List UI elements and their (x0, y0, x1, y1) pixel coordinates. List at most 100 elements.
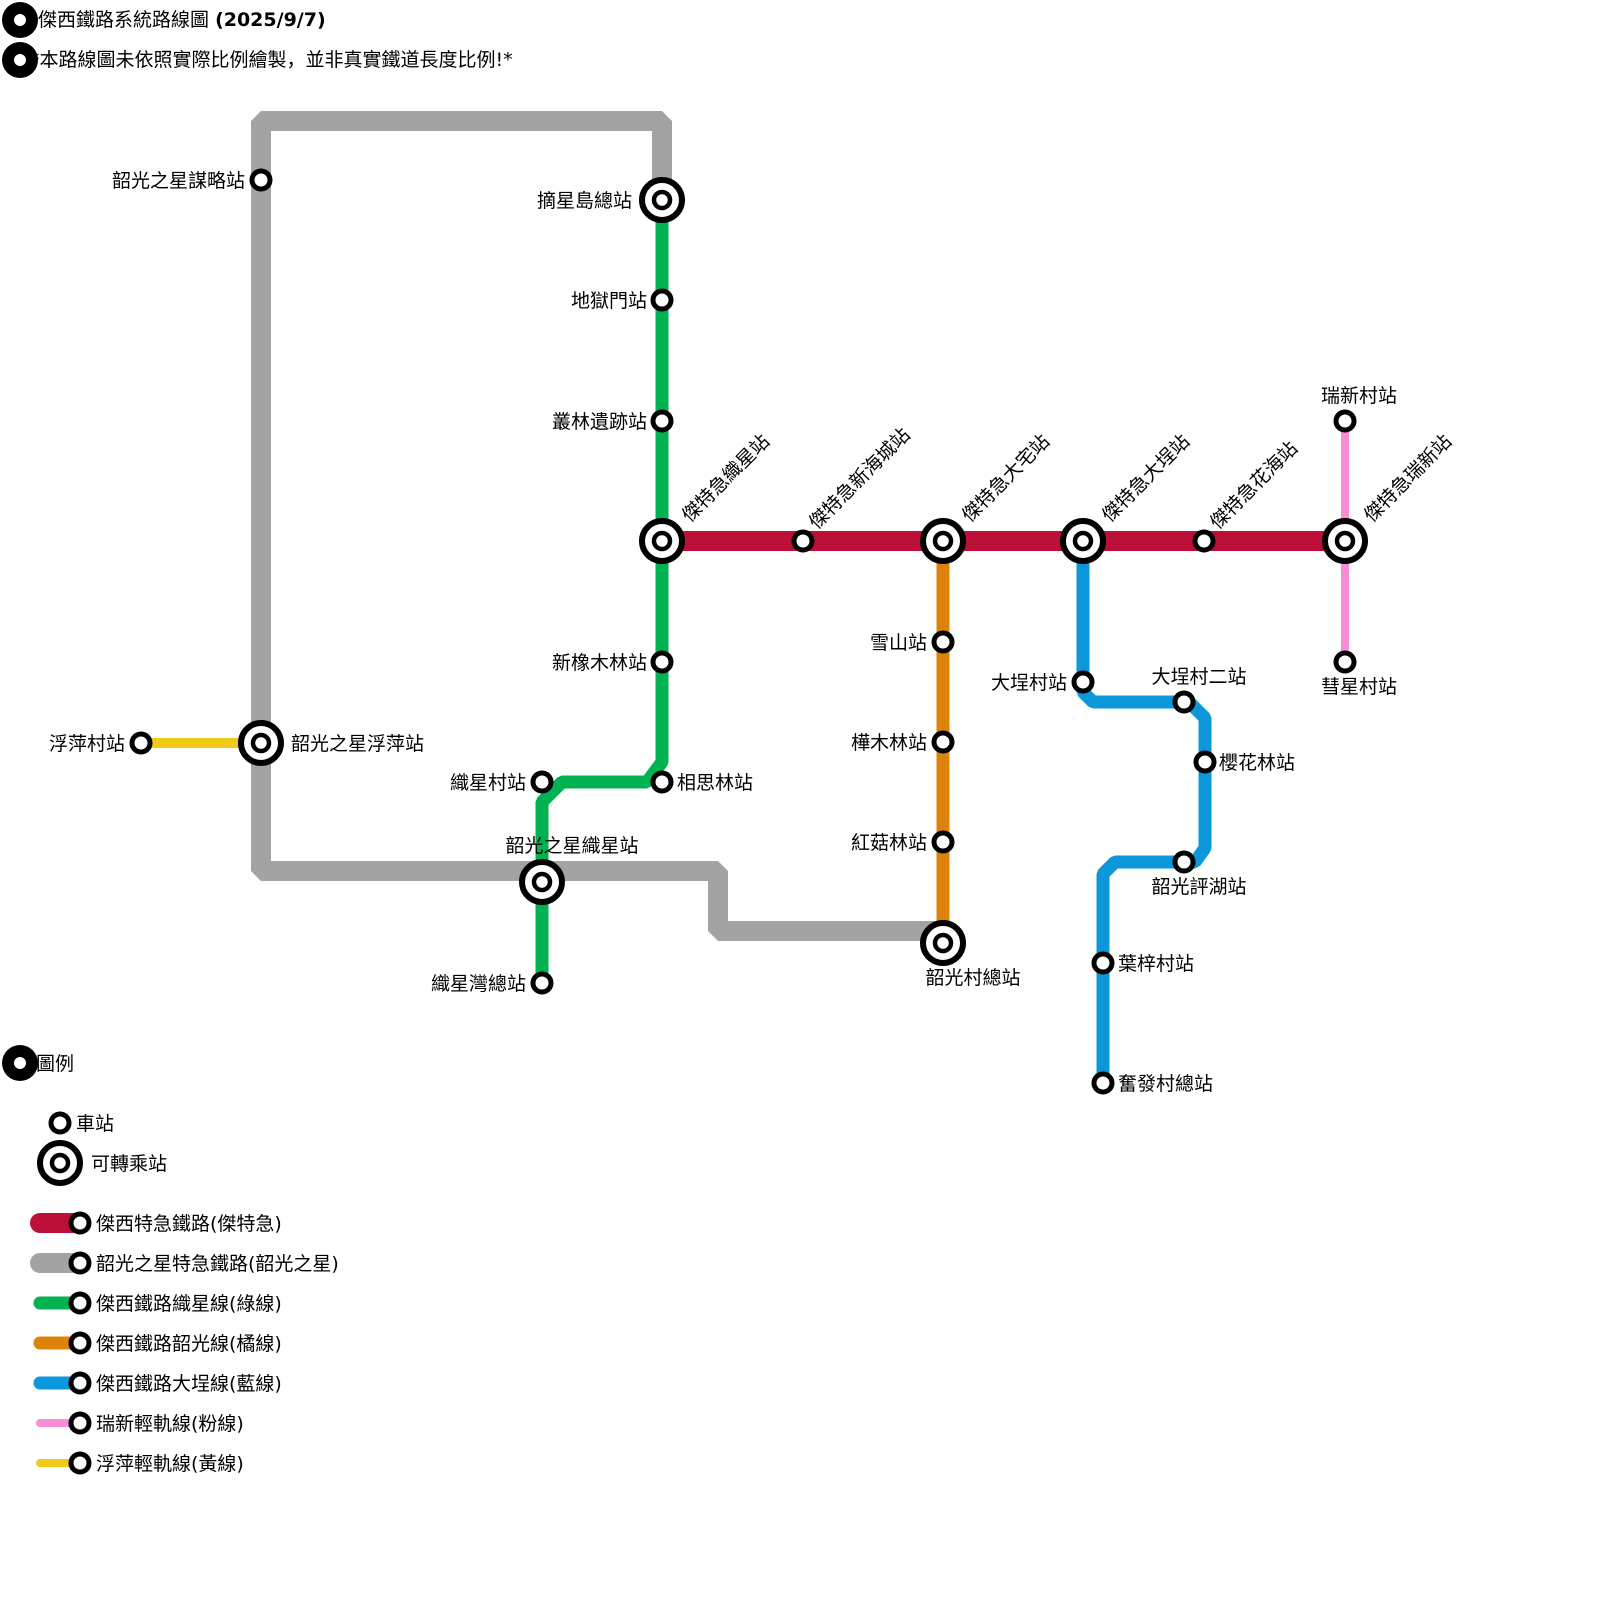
station-label: 新橡木林站 (552, 652, 647, 674)
station-marker (1091, 1071, 1115, 1095)
interchange-marker-inner (932, 932, 954, 954)
station-diyumen[interactable]: 地獄門站 (571, 288, 674, 312)
line-gray-track (251, 111, 943, 941)
station-dachengcun[interactable]: 大埕村站 (991, 670, 1095, 694)
station-marker (931, 630, 955, 654)
station-marker (1071, 670, 1095, 694)
legend-line-label: 韶光之星特急鐵路(韶光之星) (96, 1253, 339, 1275)
station-marker (650, 650, 674, 674)
map-legend: 圖例 車站 可轉乘站 傑西特急鐵路(傑特急) 韶光之星特急鐵路(韶光之星) 傑西… (2, 1045, 339, 1475)
station-ruixincun[interactable]: 瑞新村站 (1321, 385, 1397, 433)
legend-title: 圖例 (36, 1053, 74, 1075)
station-label: 相思林站 (677, 772, 753, 794)
station-yinghualin[interactable]: 櫻花林站 (1193, 750, 1295, 774)
station-marker (931, 830, 955, 854)
station-shaoguang-strategy[interactable]: 韶光之星謀略站 (112, 168, 273, 192)
legend-interchange-marker (37, 1140, 83, 1186)
legend-interchange-label: 可轉乘站 (91, 1153, 167, 1175)
station-label: 韶光之星織星站 (505, 835, 638, 857)
station-marker (530, 971, 554, 995)
station-label: 櫻花林站 (1219, 752, 1295, 774)
station-marker (1192, 529, 1216, 553)
station-marker (931, 730, 955, 754)
station-fenfacun[interactable]: 奮發村總站 (1091, 1071, 1213, 1095)
legend-line-orange: 傑西鐵路韶光線(橘線) (33, 1331, 282, 1355)
station-zhaixingdao-interchange[interactable]: 摘星島總站 (537, 177, 685, 223)
station-marker (530, 770, 554, 794)
station-marker (650, 288, 674, 312)
station-label: 傑特急瑞新站 (1360, 430, 1456, 526)
interchange-marker-inner (531, 871, 553, 893)
station-xiangsilin[interactable]: 相思林站 (650, 770, 753, 794)
interchange-marker-inner (932, 530, 954, 552)
station-label: 地獄門站 (571, 290, 647, 312)
interchange-marker-inner (1334, 530, 1356, 552)
station-label: 叢林遺跡站 (552, 411, 647, 433)
legend-line-green: 傑西鐵路織星線(綠線) (33, 1291, 282, 1315)
station-shaoguang-fuping-interchange[interactable]: 韶光之星浮萍站 (238, 720, 424, 766)
station-zhixingcun[interactable]: 織星村站 (450, 770, 554, 794)
station-label: 韶光村總站 (925, 967, 1020, 989)
line-blue-track (1076, 541, 1212, 1083)
legend-line-label: 瑞新輕軌線(粉線) (96, 1413, 244, 1435)
station-label: 紅菇林站 (851, 832, 927, 854)
station-label: 大埕村站 (991, 672, 1067, 694)
station-marker (791, 529, 815, 553)
station-label: 韶光之星謀略站 (112, 170, 245, 192)
station-label: 瑞新村站 (1321, 385, 1397, 407)
station-label: 傑特急大宅站 (958, 430, 1054, 526)
station-shaoguang-zhixing-interchange[interactable]: 韶光之星織星站 (505, 835, 639, 905)
map-title: 傑西鐵路系統路線圖 (2025/9/7) (38, 9, 326, 31)
station-label: 織星灣總站 (431, 973, 526, 995)
station-huamulin[interactable]: 樺木林站 (851, 730, 955, 754)
station-fupingcun[interactable]: 浮萍村站 (49, 731, 153, 755)
station-marker (650, 409, 674, 433)
station-marker (249, 168, 273, 192)
station-dachengcun-2[interactable]: 大埕村二站 (1151, 666, 1247, 714)
station-marker (1091, 951, 1115, 975)
station-label: 葉梓村站 (1118, 953, 1194, 975)
legend-station-label: 車站 (76, 1113, 114, 1135)
legend-line-label: 傑西鐵路韶光線(橘線) (96, 1333, 282, 1355)
interchange-marker-inner (651, 189, 673, 211)
station-yezicun[interactable]: 葉梓村站 (1091, 951, 1194, 975)
station-label: 韶光之星浮萍站 (291, 733, 424, 755)
station-label: 樺木林站 (851, 732, 927, 754)
station-zhixingwan[interactable]: 織星灣總站 (431, 971, 554, 995)
interchange-marker-inner (651, 530, 673, 552)
legend-bullet (2, 1045, 38, 1081)
station-pinghu[interactable]: 韶光評湖站 (1151, 850, 1247, 898)
station-label: 韶光評湖站 (1151, 876, 1246, 898)
interchange-marker-inner (250, 732, 272, 754)
station-xueshan[interactable]: 雪山站 (870, 630, 955, 654)
station-label: 雪山站 (870, 632, 927, 654)
station-conglin[interactable]: 叢林遺跡站 (552, 409, 674, 433)
interchange-marker-inner (1072, 530, 1094, 552)
station-marker (1172, 850, 1196, 874)
legend-line-label: 傑西特急鐵路(傑特急) (96, 1213, 282, 1235)
station-label: 傑特急大埕站 (1098, 430, 1194, 526)
station-xinxiangmulin[interactable]: 新橡木林站 (552, 650, 674, 674)
legend-line-label: 傑西鐵路織星線(綠線) (96, 1293, 282, 1315)
legend-line-blue: 傑西鐵路大埕線(藍線) (33, 1371, 282, 1395)
station-huixingcun[interactable]: 彗星村站 (1321, 650, 1397, 698)
legend-line-label: 傑西鐵路大埕線(藍線) (96, 1373, 282, 1395)
legend-line-gray: 韶光之星特急鐵路(韶光之星) (30, 1251, 339, 1275)
legend-line-pink: 瑞新輕軌線(粉線) (36, 1411, 244, 1435)
map-header: 傑西鐵路系統路線圖 (2025/9/7) *本路線圖未依照實際比例繪製，並非真實… (2, 2, 513, 78)
map-scale-note: *本路線圖未依照實際比例繪製，並非真實鐵道長度比例!* (30, 49, 513, 71)
station-label: 摘星島總站 (537, 190, 632, 212)
station-marker (1172, 690, 1196, 714)
station-marker (1333, 650, 1357, 674)
station-label: 浮萍村站 (49, 733, 125, 755)
station-shaoguangcun-interchange[interactable]: 韶光村總站 (920, 920, 1021, 989)
station-marker (650, 770, 674, 794)
station-marker (1193, 750, 1217, 774)
station-honggulin[interactable]: 紅菇林站 (851, 830, 955, 854)
header-bullet-title (2, 2, 38, 38)
station-label: 傑特急花海站 (1206, 437, 1302, 533)
station-marker (1333, 409, 1357, 433)
header-bullet-note (2, 42, 38, 78)
legend-station-marker (48, 1111, 72, 1135)
